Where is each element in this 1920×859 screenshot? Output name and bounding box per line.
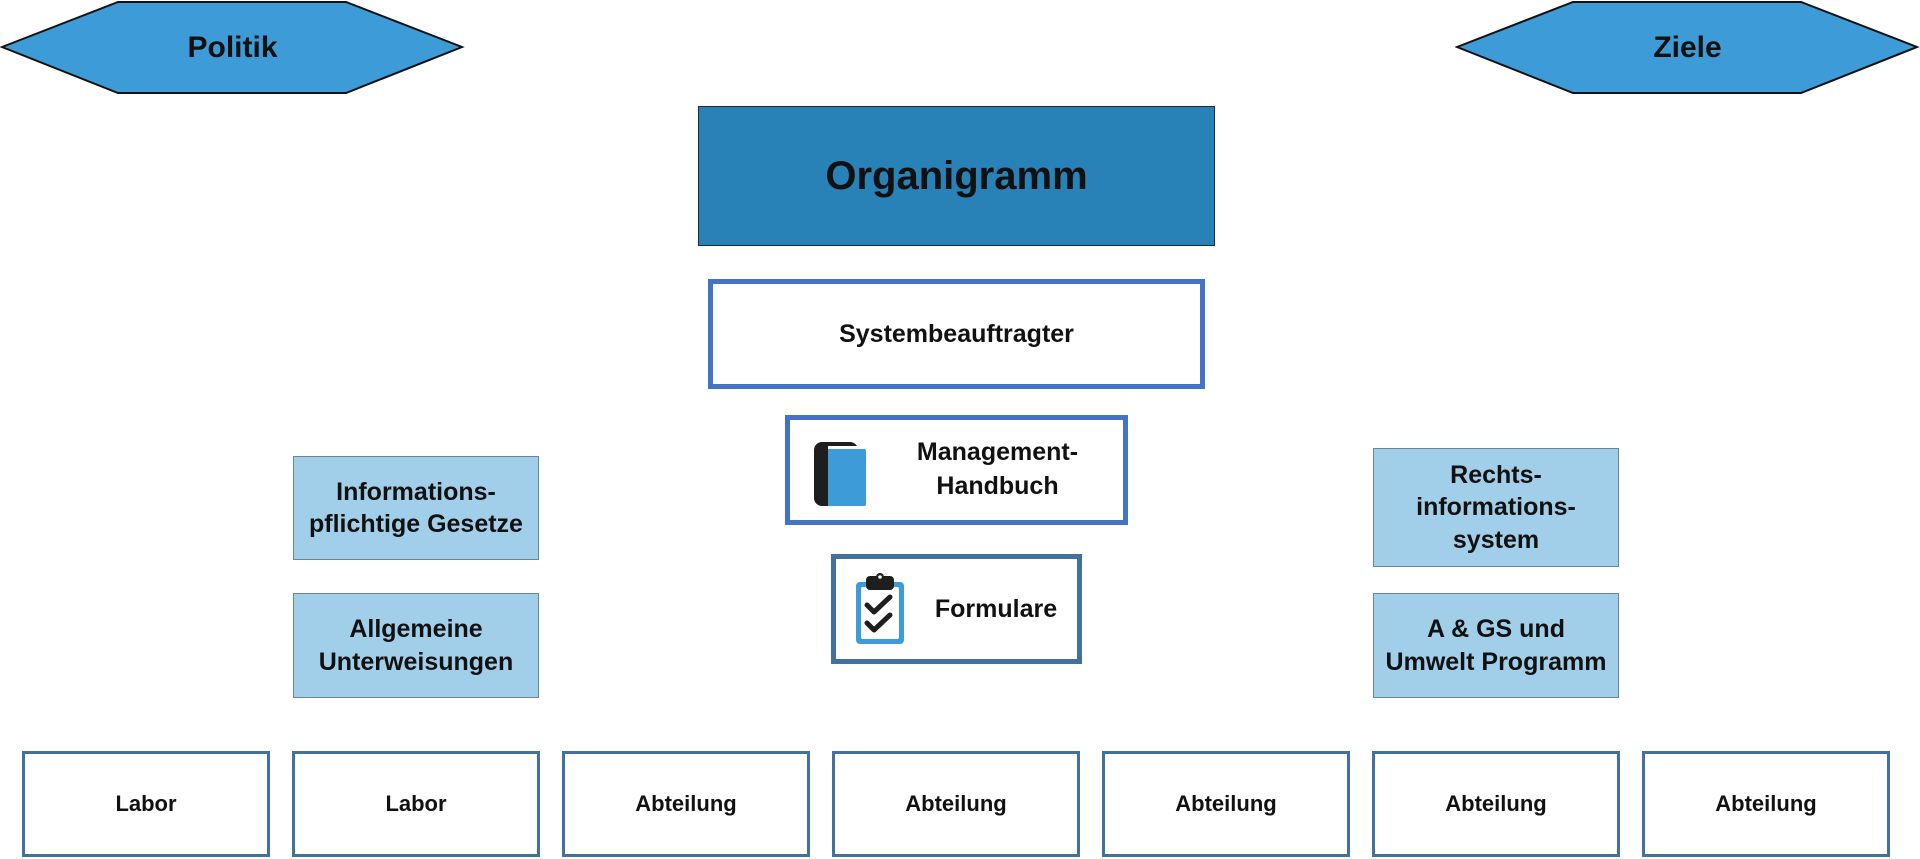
left-box-2-line1: Allgemeine <box>349 615 483 643</box>
department-label: Labor <box>385 791 447 816</box>
formulare-label: Formulare <box>934 594 1058 623</box>
department-label: Abteilung <box>1715 791 1817 816</box>
management-handbuch-label: Management- Handbuch <box>885 420 1110 520</box>
left-box-2-line2: Unterweisungen <box>318 647 514 676</box>
right-box-2-line1: A & GS und <box>1427 615 1565 643</box>
department-label: Abteilung <box>905 791 1007 816</box>
systembeauftragter-box[interactable]: Systembeauftragter <box>708 279 1205 389</box>
systembeauftragter-label: Systembeauftragter <box>839 319 1074 348</box>
politik-shape[interactable]: Politik <box>0 0 465 96</box>
hexagon-shape <box>0 0 465 94</box>
management-handbuch-box[interactable]: Management- Handbuch <box>785 415 1128 525</box>
hexagon-shape <box>1455 0 1920 94</box>
department-box[interactable]: Abteilung <box>1102 751 1350 857</box>
right-box-2-line2: Umwelt Programm <box>1385 647 1607 676</box>
department-box[interactable]: Abteilung <box>832 751 1080 857</box>
department-label: Abteilung <box>1175 791 1277 816</box>
organigramm-title: Organigramm <box>825 153 1088 198</box>
politik-label: Politik <box>187 31 278 64</box>
department-label: Abteilung <box>635 791 737 816</box>
department-label: Labor <box>115 791 177 816</box>
organigramm-box[interactable]: Organigramm <box>698 106 1215 246</box>
handbuch-line1: Management- <box>916 438 1079 467</box>
rechtsinformationssystem-box[interactable]: Rechts- informations- system <box>1373 448 1619 567</box>
left-box-1-line1: Informations- <box>336 477 496 506</box>
clipboard-check-icon <box>856 573 904 644</box>
ags-umwelt-programm-box[interactable]: A & GS und Umwelt Programm <box>1373 593 1619 698</box>
ziele-shape[interactable]: Ziele <box>1455 0 1920 96</box>
department-box[interactable]: Abteilung <box>562 751 810 857</box>
left-box-1-line2: pflichtige Gesetze <box>309 510 523 538</box>
department-box[interactable]: Abteilung <box>1372 751 1620 857</box>
handbuch-line2: Handbuch <box>936 472 1059 500</box>
department-box[interactable]: Labor <box>292 751 540 857</box>
formulare-box[interactable]: Formulare <box>831 554 1082 664</box>
department-label: Abteilung <box>1445 791 1547 816</box>
department-box[interactable]: Labor <box>22 751 270 857</box>
right-box-1-line1: Rechts- <box>1450 460 1542 489</box>
book-icon <box>814 442 866 506</box>
allgemeine-unterweisungen-box[interactable]: Allgemeine Unterweisungen <box>293 593 539 698</box>
right-box-1-line3: system <box>1452 525 1540 554</box>
right-box-1-line2: informations- <box>1416 493 1576 522</box>
ziele-label: Ziele <box>1653 31 1722 64</box>
department-box[interactable]: Abteilung <box>1642 751 1890 857</box>
informationspflichtige-gesetze-box[interactable]: Informations- pflichtige Gesetze <box>293 456 539 560</box>
